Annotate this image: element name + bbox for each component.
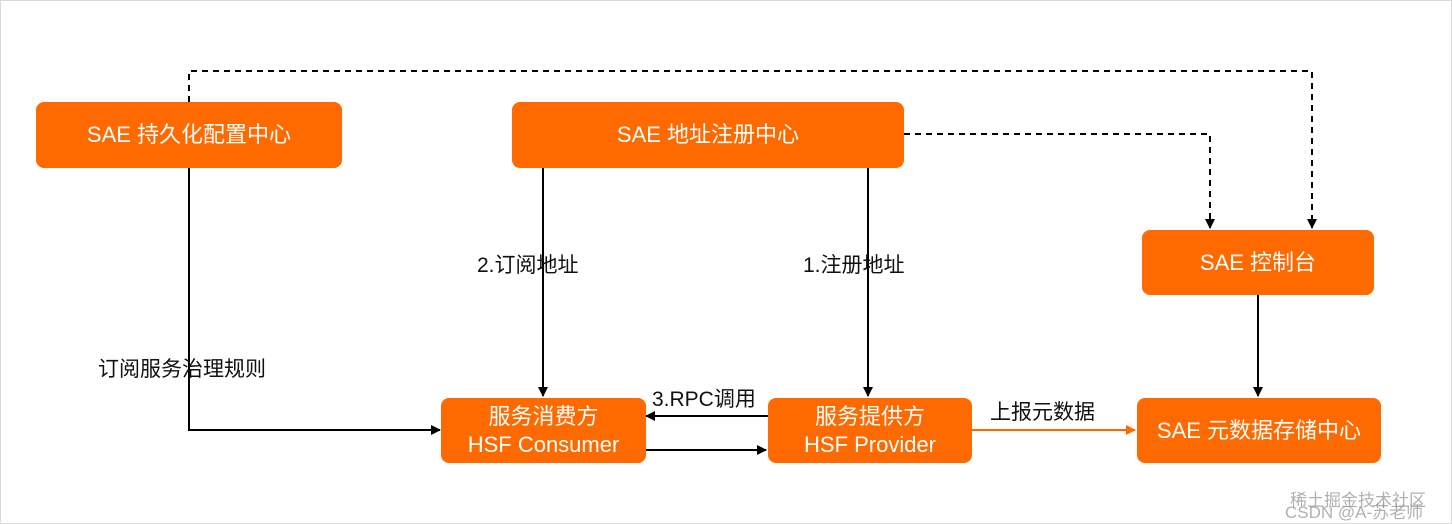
edge-label-rpc-call: 3.RPC调用 [652, 388, 756, 411]
config-center-node: SAE 持久化配置中心 [36, 102, 342, 168]
metadata-center-node: SAE 元数据存储中心 [1137, 398, 1381, 463]
registry-label: SAE 地址注册中心 [616, 122, 800, 147]
console-node: SAE 控制台 [1142, 230, 1374, 295]
config-center-label: SAE 持久化配置中心 [86, 122, 292, 147]
edge-label-report-metadata: 上报元数据 [990, 401, 1095, 424]
edge-label-subscribe-rules: 订阅服务治理规则 [98, 358, 266, 381]
consumer-label-en: HSF Consumer [467, 431, 620, 457]
console-label: SAE 控制台 [1199, 249, 1317, 275]
dashed-registry-to-console [904, 133, 1215, 229]
consumer-label-cn: 服务消费方 [488, 403, 599, 429]
edge-label-register-address: 1.注册地址 [803, 254, 905, 277]
provider-label-cn: 服务提供方 [814, 403, 925, 429]
metadata-center-label: SAE 元数据存储中心 [1156, 417, 1362, 443]
registry-node: SAE 地址注册中心 [512, 102, 904, 168]
provider-label-en: HSF Provider [803, 431, 937, 457]
watermark-csdn: CSDN @A-苏老师 [1285, 503, 1424, 522]
edge-config-to-consumer [188, 168, 441, 435]
consumer-node: 服务消费方 HSF Consumer [441, 398, 646, 463]
edge-label-subscribe-address: 2.订阅地址 [477, 254, 579, 277]
dashed-config-to-console [188, 70, 1317, 229]
provider-node: 服务提供方 HSF Provider [768, 398, 972, 463]
watermark-juejin: 稀土掘金技术社区 [1290, 491, 1426, 510]
